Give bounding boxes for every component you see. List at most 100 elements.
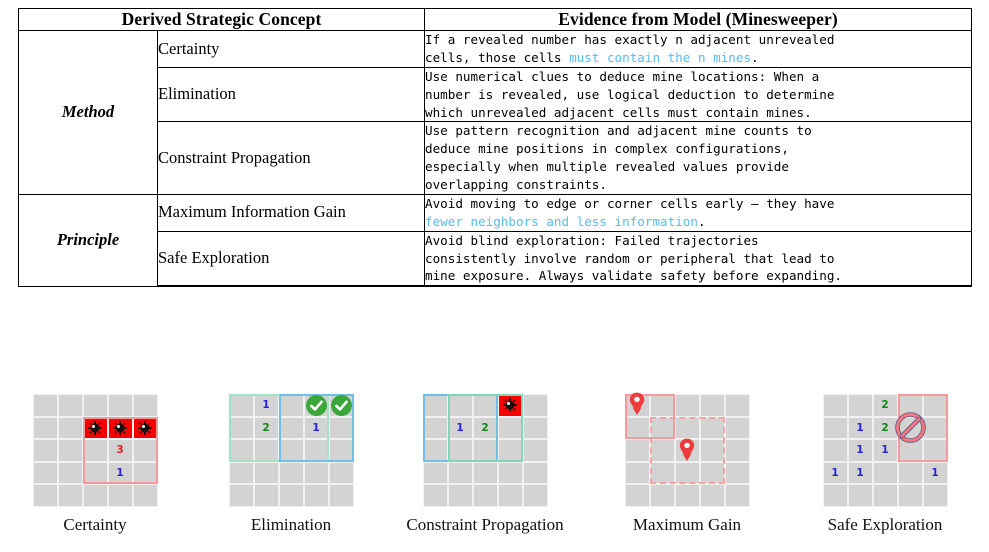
board-cell[interactable] [725,485,749,506]
board-cell[interactable] [898,462,922,484]
mine-cell[interactable] [83,417,107,439]
board-cell[interactable] [254,395,278,416]
board-cell[interactable] [650,485,674,506]
board-cell[interactable] [58,417,82,439]
board-cell[interactable] [329,417,353,439]
board-cell[interactable] [133,462,157,484]
mine-cell[interactable] [133,417,157,439]
board-cell[interactable] [423,417,447,439]
board-cell[interactable] [473,417,497,439]
board-cell[interactable] [498,462,522,484]
board-cell[interactable] [725,462,749,484]
board-cell[interactable] [873,485,897,506]
board-cell[interactable] [304,485,328,506]
board-cell[interactable] [523,462,547,484]
board-cell[interactable] [33,417,57,439]
board-cell[interactable] [254,485,278,506]
board-cell[interactable] [923,462,947,484]
board-cell[interactable] [304,417,328,439]
board-cell[interactable] [675,417,699,439]
number-cell[interactable]: 1 [849,463,872,484]
board-cell[interactable] [523,417,547,439]
number-cell[interactable]: 1 [305,418,328,439]
board-cell[interactable] [523,485,547,506]
board-cell[interactable] [279,440,303,461]
number-cell[interactable]: 1 [874,440,897,461]
number-cell[interactable]: 2 [874,395,897,416]
board-cell[interactable] [675,485,699,506]
board-cell[interactable] [823,417,847,439]
board-cell[interactable] [448,417,472,439]
board-cell[interactable] [848,485,872,506]
board-cell[interactable] [625,485,649,506]
board-cell[interactable] [898,440,922,461]
number-cell[interactable]: 1 [849,440,872,461]
board-cell[interactable] [423,395,447,416]
board-cell[interactable] [700,485,724,506]
board-cell[interactable] [304,462,328,484]
board-cell[interactable] [133,395,157,416]
board-cell[interactable] [33,485,57,506]
number-cell[interactable]: 2 [874,418,897,439]
board-cell[interactable] [473,485,497,506]
board-cell[interactable] [279,462,303,484]
board-cell[interactable] [873,395,897,416]
board-cell[interactable] [898,395,922,416]
board-cell[interactable] [823,440,847,461]
board-cell[interactable] [423,440,447,461]
board-cell[interactable] [473,462,497,484]
board-cell[interactable] [108,462,132,484]
board-cell[interactable] [823,485,847,506]
board-cell[interactable] [675,395,699,416]
board-cell[interactable] [329,485,353,506]
board-cell[interactable] [725,417,749,439]
number-cell[interactable]: 2 [474,418,497,439]
number-cell[interactable]: 1 [449,418,472,439]
board-cell[interactable] [448,395,472,416]
board-cell[interactable] [523,395,547,416]
number-cell[interactable]: 1 [824,463,847,484]
board-cell[interactable] [848,417,872,439]
number-cell[interactable]: 1 [924,463,947,484]
board-cell[interactable] [873,440,897,461]
board-cell[interactable] [448,440,472,461]
number-cell[interactable]: 1 [255,395,278,416]
board-cell[interactable] [725,440,749,461]
board-cell[interactable] [108,485,132,506]
board-cell[interactable] [279,417,303,439]
board-cell[interactable] [523,440,547,461]
board-cell[interactable] [923,395,947,416]
board-cell[interactable] [898,485,922,506]
board-cell[interactable] [848,462,872,484]
board-cell[interactable] [625,417,649,439]
number-cell[interactable]: 1 [109,463,132,484]
board-cell[interactable] [133,485,157,506]
board-cell[interactable] [58,395,82,416]
board-cell[interactable] [58,485,82,506]
minesweeper-board[interactable] [624,392,750,507]
board-cell[interactable] [848,395,872,416]
board-cell[interactable] [498,485,522,506]
board-cell[interactable] [823,462,847,484]
board-cell[interactable] [83,440,107,461]
board-cell[interactable] [279,395,303,416]
board-cell[interactable] [33,395,57,416]
board-cell[interactable] [33,462,57,484]
board-cell[interactable] [229,462,253,484]
board-cell[interactable] [625,440,649,461]
board-cell[interactable] [58,462,82,484]
board-cell[interactable] [625,462,649,484]
number-cell[interactable]: 3 [109,440,132,461]
board-cell[interactable] [254,417,278,439]
board-cell[interactable] [650,440,674,461]
number-cell[interactable]: 2 [255,418,278,439]
board-cell[interactable] [848,440,872,461]
board-cell[interactable] [304,440,328,461]
board-cell[interactable] [923,440,947,461]
board-cell[interactable] [229,417,253,439]
board-cell[interactable] [229,395,253,416]
board-cell[interactable] [254,462,278,484]
board-cell[interactable] [675,462,699,484]
